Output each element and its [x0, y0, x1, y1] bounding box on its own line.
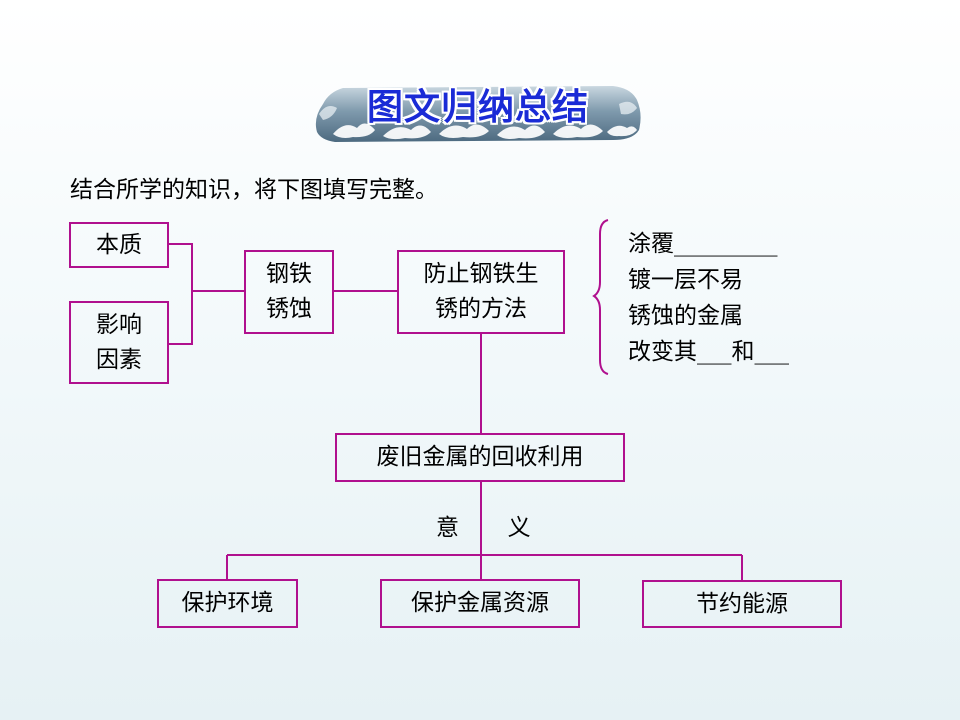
title-banner: 图文归纳总结	[313, 74, 643, 144]
box-prevention: 防止钢铁生 锈的方法	[397, 250, 565, 334]
meaning-char-1: 意	[436, 515, 461, 541]
method-item-plating-line1: 镀一层不易	[628, 267, 743, 293]
prevention-methods-list: 涂覆_________ 镀一层不易 锈蚀的金属 改变其___和___	[628, 226, 789, 370]
page-title: 图文归纳总结	[366, 87, 589, 128]
method-item-change: 改变其___和___	[628, 339, 789, 365]
box-save-energy: 节约能源	[642, 580, 842, 628]
method-item-plating-line2: 锈蚀的金属	[628, 303, 743, 329]
box-factors: 影响 因素	[69, 301, 169, 384]
instruction-text: 结合所学的知识，将下图填写完整。	[70, 177, 438, 203]
cloud-banner-icon	[315, 86, 641, 142]
method-item-coating: 涂覆_________	[628, 231, 778, 257]
box-corrosion: 钢铁 锈蚀	[244, 250, 334, 334]
box-protect-resources: 保护金属资源	[380, 579, 580, 628]
connector-essence	[168, 243, 193, 345]
box-protect-environment: 保护环境	[157, 579, 298, 628]
meaning-char-2: 义	[507, 515, 533, 541]
meaning-label: 意 义	[436, 508, 533, 542]
box-recycling: 废旧金属的回收利用	[335, 433, 625, 482]
curly-brace	[592, 219, 609, 375]
box-essence: 本质	[69, 222, 169, 268]
